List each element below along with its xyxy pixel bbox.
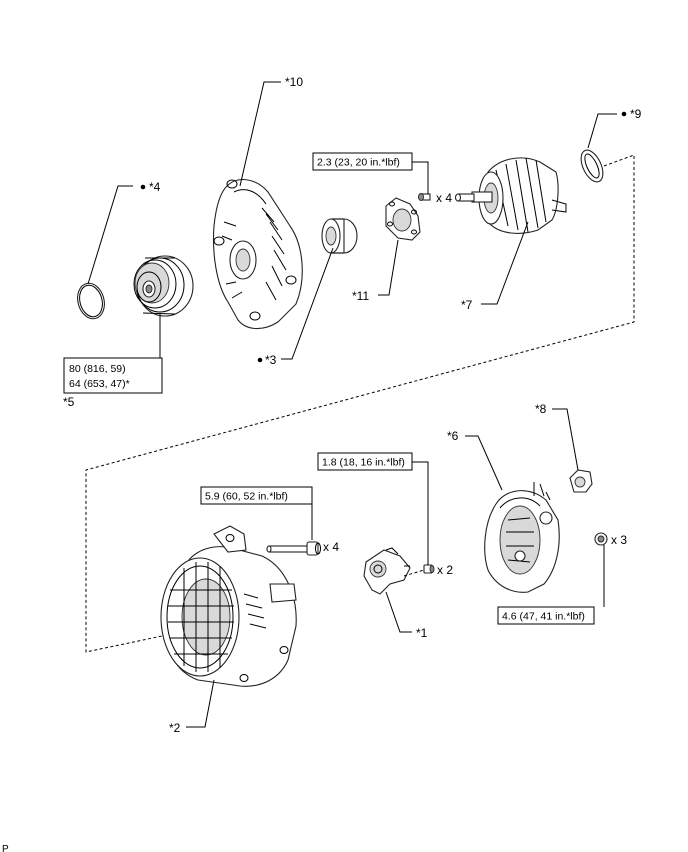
torque-box-5-9-frame bbox=[200, 486, 313, 505]
leader-7 bbox=[481, 221, 529, 305]
torque-box-1-8-frame bbox=[317, 452, 413, 471]
torque-box-2-3-frame bbox=[312, 152, 413, 171]
leader-torque-1-8 bbox=[412, 461, 429, 565]
leader-10 bbox=[239, 81, 281, 187]
corner-mark: P bbox=[2, 844, 9, 852]
nut-part bbox=[594, 532, 608, 546]
brush-holder-part-1 bbox=[363, 547, 411, 595]
pulley-part bbox=[133, 255, 194, 317]
drive-end-frame-part-10 bbox=[213, 179, 303, 330]
torque-box-1-8: 1.8 (18, 16 in.*lbf) bbox=[322, 457, 405, 469]
callout-5: *5 bbox=[63, 395, 75, 409]
callout-3: *3 bbox=[265, 353, 277, 367]
brush-holder-screw bbox=[423, 564, 435, 574]
callout-6: *6 bbox=[447, 429, 459, 443]
o-ring-part-4 bbox=[77, 282, 105, 320]
leader-6 bbox=[465, 435, 503, 491]
torque-box-80-frame bbox=[63, 357, 163, 394]
leader-9 bbox=[587, 113, 617, 149]
through-bolt bbox=[266, 541, 321, 556]
leader-torque-2-3 bbox=[412, 161, 429, 194]
callout-4: *4 bbox=[149, 180, 161, 194]
torque-box-4-6: 4.6 (47, 41 in.*lbf) bbox=[502, 611, 585, 623]
leader-11 bbox=[378, 239, 399, 296]
quantity-x3: x 3 bbox=[611, 533, 627, 547]
callout-11: *11 bbox=[352, 289, 369, 303]
callout-2: *2 bbox=[169, 721, 181, 735]
torque-box-80-line2: 64 (653, 47)* bbox=[69, 378, 130, 390]
quantity-x4-bottom: x 4 bbox=[323, 540, 339, 554]
torque-box-2-3: 2.3 (23, 20 in.*lbf) bbox=[317, 157, 400, 169]
torque-box-80-line1: 80 (816, 59) bbox=[69, 363, 126, 375]
non-reusable-dot-icon bbox=[621, 111, 627, 117]
rectifier-end-frame-part-2 bbox=[160, 525, 297, 687]
brush-holder-phantom-line bbox=[403, 569, 425, 577]
callout-9: *9 bbox=[630, 107, 642, 121]
quantity-x4-top: x 4 bbox=[436, 191, 452, 205]
leader-8 bbox=[552, 408, 579, 471]
retainer-screw bbox=[418, 193, 431, 201]
torque-box-4-6-frame bbox=[497, 606, 595, 625]
bearing-part-3 bbox=[321, 218, 358, 254]
callout-7: *7 bbox=[461, 298, 473, 312]
o-ring-inner bbox=[79, 284, 103, 318]
leader-2 bbox=[186, 679, 215, 728]
torque-box-5-9: 5.9 (60, 52 in.*lbf) bbox=[205, 491, 288, 503]
non-reusable-dot-icon bbox=[257, 357, 263, 363]
terminal-insulator-part-8 bbox=[569, 469, 593, 493]
rear-end-cover-part-6 bbox=[484, 482, 560, 593]
leader-4 bbox=[87, 185, 133, 285]
callout-10: *10 bbox=[285, 75, 303, 89]
callout-1: *1 bbox=[416, 626, 428, 640]
leader-3 bbox=[281, 247, 334, 360]
callout-8: *8 bbox=[535, 402, 547, 416]
ring-part-9 bbox=[580, 149, 604, 183]
assembly-phantom-line bbox=[85, 154, 635, 653]
retainer-plate-part-11 bbox=[385, 197, 421, 241]
quantity-x2: x 2 bbox=[437, 563, 453, 577]
non-reusable-dot-icon bbox=[140, 184, 146, 190]
leader-1 bbox=[385, 591, 412, 633]
rotor-part-7 bbox=[454, 157, 567, 234]
